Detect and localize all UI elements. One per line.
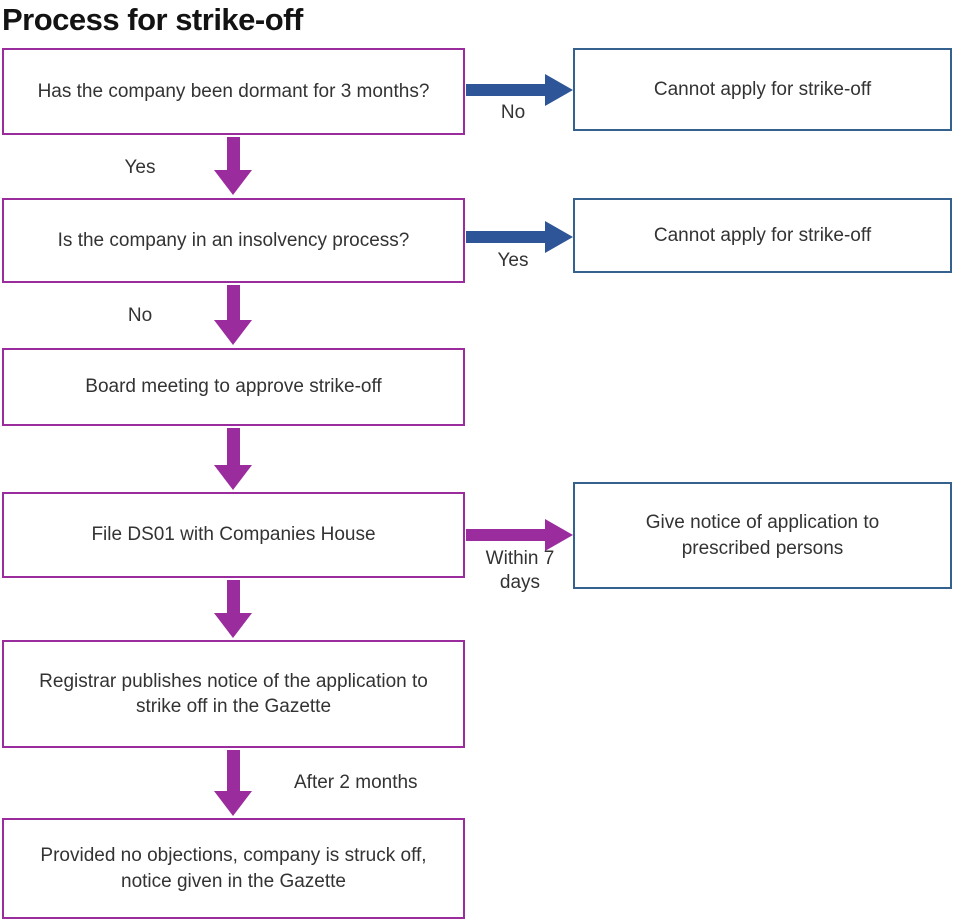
right-arrow-dormant-no-icon	[466, 74, 573, 106]
arrow-head	[545, 221, 573, 253]
node-file-ds01: File DS01 with Companies House	[2, 492, 465, 578]
right-arrow-within-7-days-icon	[466, 519, 573, 551]
down-arrow-insolvency-no-icon	[214, 285, 252, 345]
edge-label-insolvency-no: No	[127, 305, 153, 326]
edge-label-after-2-months: After 2 months	[294, 772, 418, 793]
arrow-shaft	[226, 580, 240, 613]
node-registrar-publishes: Registrar publishes notice of the applic…	[2, 640, 465, 748]
node-cannot-apply-1: Cannot apply for strike-off	[573, 48, 952, 131]
arrow-head	[214, 465, 252, 490]
node-give-notice: Give notice of application to prescribed…	[573, 482, 952, 589]
down-arrow-dormant-yes-icon	[214, 137, 252, 195]
arrow-head	[214, 613, 252, 638]
arrow-shaft	[226, 428, 240, 465]
node-struck-off: Provided no objections, company is struc…	[2, 818, 465, 919]
arrow-shaft	[226, 137, 240, 170]
node-board-meeting: Board meeting to approve strike-off	[2, 348, 465, 426]
node-give-notice-label: Give notice of application to prescribed…	[645, 512, 880, 559]
arrow-head	[214, 320, 252, 345]
node-registrar-publishes-label: Registrar publishes notice of the applic…	[39, 670, 428, 717]
down-arrow-board-to-file-icon	[214, 428, 252, 490]
right-arrow-insolvency-yes-icon	[466, 221, 573, 253]
node-insolvency-question: Is the company in an insolvency process?	[2, 198, 465, 283]
down-arrow-after-2-months-icon	[214, 750, 252, 816]
edge-label-insolvency-yes: Yes	[497, 250, 529, 271]
node-cannot-apply-1-label: Cannot apply for strike-off	[653, 78, 872, 100]
node-dormant-question: Has the company been dormant for 3 month…	[2, 48, 465, 135]
down-arrow-file-to-registrar-icon	[214, 580, 252, 638]
node-struck-off-label: Provided no objections, company is struc…	[40, 845, 427, 892]
node-file-ds01-label: File DS01 with Companies House	[91, 524, 376, 546]
edge-label-dormant-no: No	[500, 102, 526, 123]
arrow-shaft	[466, 231, 545, 243]
arrow-head	[214, 170, 252, 195]
node-insolvency-question-label: Is the company in an insolvency process?	[57, 229, 410, 251]
arrow-shaft	[466, 529, 545, 541]
node-cannot-apply-2-label: Cannot apply for strike-off	[653, 224, 872, 246]
arrow-head	[545, 74, 573, 106]
arrow-head	[214, 791, 252, 816]
arrow-shaft	[466, 84, 545, 96]
arrow-shaft	[226, 285, 240, 320]
page-title: Process for strike-off	[2, 2, 303, 37]
arrow-head	[545, 519, 573, 551]
node-board-meeting-label: Board meeting to approve strike-off	[85, 376, 382, 398]
edge-label-within-7-days: Within 7 days	[485, 548, 555, 593]
node-cannot-apply-2: Cannot apply for strike-off	[573, 198, 952, 273]
edge-label-dormant-yes: Yes	[124, 157, 156, 178]
arrow-shaft	[226, 750, 240, 791]
node-dormant-question-label: Has the company been dormant for 3 month…	[37, 80, 430, 102]
